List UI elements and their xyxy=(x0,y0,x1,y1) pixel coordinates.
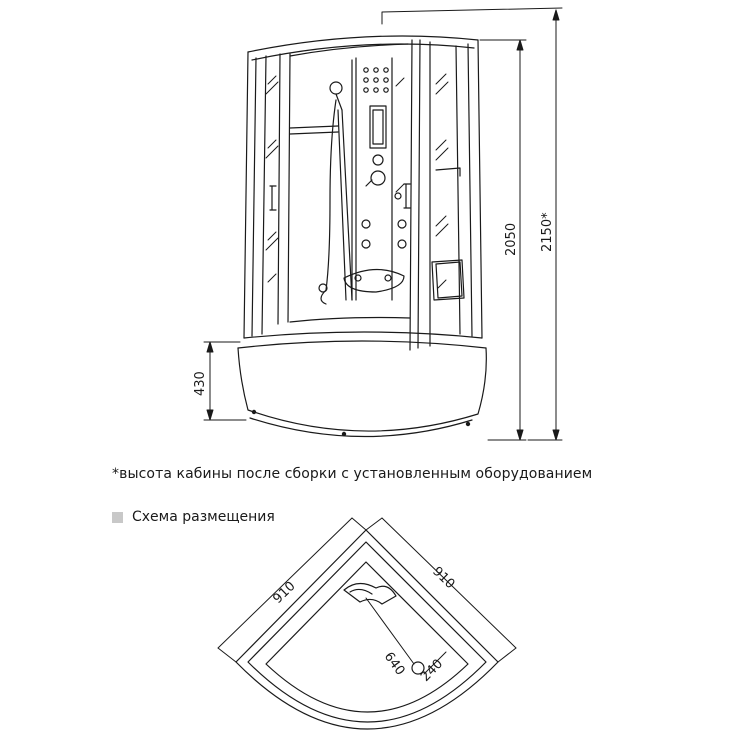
foot-massage-panel xyxy=(343,268,405,293)
plan-tray-outline xyxy=(235,529,499,730)
body-jets xyxy=(361,192,407,249)
shower-tray-body xyxy=(237,347,487,432)
shelf xyxy=(435,167,461,177)
footnote-text: *высота кабины после сборки с установлен… xyxy=(112,466,593,482)
plan-seat xyxy=(343,582,397,605)
dim-label-240: 240 xyxy=(418,656,446,684)
dim-label-2150: 2150* xyxy=(540,212,555,252)
dim-label-640: 640 xyxy=(381,650,408,679)
door-handle-left xyxy=(269,185,277,211)
mixer-knob xyxy=(372,154,384,166)
shower-head-icon xyxy=(329,81,343,95)
seat-box xyxy=(431,259,465,301)
cabin-elevation-view xyxy=(237,35,487,438)
dim-line-910-right xyxy=(381,517,517,649)
legend-label: Схема размещения xyxy=(132,509,275,525)
door-handle-right xyxy=(403,183,411,209)
dim-label-2050: 2050 xyxy=(504,223,519,256)
plan-view xyxy=(217,517,517,730)
shower-rail xyxy=(341,109,353,301)
cabin-top-frame xyxy=(247,35,479,53)
glass-reflections xyxy=(265,73,449,289)
towel-bar xyxy=(289,125,339,135)
dim-line-640 xyxy=(365,597,415,665)
cabin-right-post xyxy=(477,39,483,339)
top-nozzles xyxy=(363,67,389,93)
control-column xyxy=(351,57,393,301)
plan-drain xyxy=(411,661,425,675)
dim-line-910-left xyxy=(217,517,353,649)
height-dimensions xyxy=(203,7,563,441)
control-display xyxy=(369,105,387,149)
shower-hose xyxy=(320,99,337,305)
dim-label-430: 430 xyxy=(193,371,208,396)
legend: Схема размещения xyxy=(112,509,275,525)
cabin-left-post xyxy=(243,51,249,339)
back-panel xyxy=(289,43,409,57)
legend-swatch xyxy=(112,511,123,523)
shower-tray-rim xyxy=(243,331,483,339)
